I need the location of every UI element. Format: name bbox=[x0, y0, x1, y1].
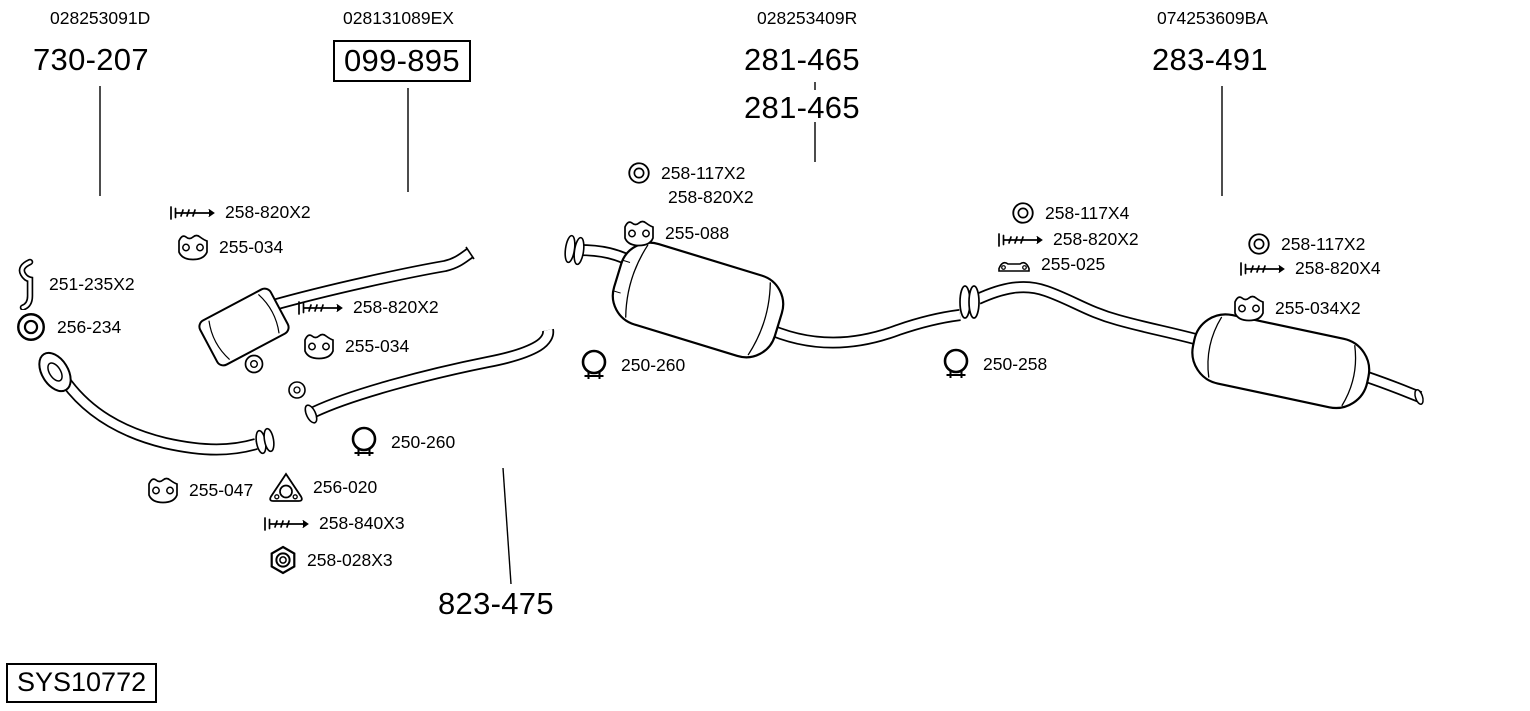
seal-ring-icon bbox=[14, 310, 48, 344]
oem-number-mid-left: 028131089EX bbox=[343, 8, 454, 28]
part-number-text: 255-025 bbox=[1041, 254, 1106, 274]
part-number-text: 258-840X3 bbox=[319, 513, 405, 533]
part-number-text: 255-034 bbox=[345, 335, 410, 356]
part-number-text: 255-088 bbox=[665, 222, 730, 243]
part-label-right-clamp: 250-258 bbox=[938, 347, 1047, 381]
part-label-seal-ring: 256-234 bbox=[14, 310, 121, 344]
part-label-screw-bottom: 258-840X3 bbox=[262, 513, 405, 534]
part-number-text: 258-117X2 bbox=[661, 162, 746, 183]
part-label-strap-bracket: 251-235X2 bbox=[16, 258, 135, 310]
part-number-text: 255-034X2 bbox=[1275, 297, 1361, 318]
oem-number-left: 028253091D bbox=[50, 8, 151, 28]
part-label-mount-screw-1: 258-820X2 bbox=[168, 202, 311, 223]
part-number-center-pipe-boxed: 099-895 bbox=[333, 40, 471, 82]
part-number-text: 258-820X4 bbox=[1295, 258, 1381, 278]
part-number-connector-pipe: 823-475 bbox=[438, 586, 554, 621]
part-number-text: 258-820X2 bbox=[1053, 229, 1139, 249]
part-number-text: 258-820X2 bbox=[225, 202, 311, 222]
part-label-right-screw: 258-820X2 bbox=[996, 229, 1139, 250]
rubber-hanger-icon bbox=[302, 331, 336, 361]
part-label-gasket: 256-020 bbox=[268, 471, 377, 503]
rubber-hanger-icon bbox=[146, 475, 180, 505]
screw-icon bbox=[296, 299, 344, 317]
part-number-mid-muffler-b: 281-465 bbox=[744, 90, 860, 125]
part-label-hanger-bottom: 255-047 bbox=[146, 475, 253, 505]
part-label-center-hanger: 255-088 bbox=[622, 218, 729, 248]
flanges bbox=[38, 234, 1424, 455]
part-label-clamp-left: 250-260 bbox=[346, 425, 455, 459]
part-number-text: 250-260 bbox=[621, 354, 686, 375]
screw-icon bbox=[168, 204, 216, 222]
part-number-text: 255-034 bbox=[219, 236, 284, 257]
part-number-text: 258-820X2 bbox=[353, 297, 439, 317]
seal-ring-icon bbox=[626, 160, 652, 186]
flange-gasket-icon bbox=[268, 471, 304, 503]
seal-ring-icon bbox=[1010, 200, 1036, 226]
part-label-hanger-2: 255-034 bbox=[302, 331, 409, 361]
pipe-clamp-icon bbox=[576, 348, 612, 382]
part-label-center-screw: 258-820X2 bbox=[668, 187, 754, 208]
part-number-text: 258-820X2 bbox=[668, 187, 754, 207]
oem-number-mid-right: 028253409R bbox=[757, 8, 858, 28]
part-label-mount-screw-2: 258-820X2 bbox=[296, 297, 439, 318]
part-number-text: 251-235X2 bbox=[49, 273, 135, 294]
part-label-center-clamp: 250-260 bbox=[576, 348, 685, 382]
mount-bracket-icon bbox=[996, 256, 1032, 274]
rubber-hanger-icon bbox=[1232, 293, 1266, 323]
rear-muffler bbox=[1191, 313, 1371, 410]
rubber-hanger-icon bbox=[622, 218, 656, 248]
part-number-mid-muffler-a: 281-465 bbox=[744, 42, 860, 77]
pipe-clamp-icon bbox=[938, 347, 974, 381]
part-label-right-mount: 255-025 bbox=[996, 254, 1105, 275]
part-number-text: 256-020 bbox=[313, 476, 378, 497]
oem-number-right: 074253609BA bbox=[1157, 8, 1268, 28]
part-number-rear-muffler: 283-491 bbox=[1152, 42, 1268, 77]
part-label-far-right-ring: 258-117X2 bbox=[1246, 231, 1365, 257]
part-number-text: 256-234 bbox=[57, 316, 122, 337]
leader-lines bbox=[99, 82, 1223, 585]
pipe-clamp-icon bbox=[346, 425, 382, 459]
hex-nut-icon bbox=[268, 545, 298, 575]
screw-icon bbox=[996, 231, 1044, 249]
part-label-nut: 258-028X3 bbox=[268, 545, 393, 575]
rubber-hanger-icon bbox=[176, 232, 210, 262]
part-number-text: 258-117X2 bbox=[1281, 233, 1366, 254]
part-label-far-right-hanger: 255-034X2 bbox=[1232, 293, 1361, 323]
part-label-center-ring: 258-117X2 bbox=[626, 160, 745, 186]
strap-bracket-icon bbox=[16, 258, 40, 310]
part-number-text: 258-028X3 bbox=[307, 549, 393, 570]
seal-ring-icon bbox=[1246, 231, 1272, 257]
catalyst-box bbox=[198, 287, 290, 367]
part-number-text: 255-047 bbox=[189, 479, 254, 500]
part-number-text: 250-258 bbox=[983, 353, 1048, 374]
screw-icon bbox=[1238, 260, 1286, 278]
part-label-far-right-screw: 258-820X4 bbox=[1238, 258, 1381, 279]
screw-icon bbox=[262, 515, 310, 533]
part-number-front-pipe: 730-207 bbox=[33, 42, 149, 77]
part-number-text: 250-260 bbox=[391, 431, 456, 452]
mid-muffler bbox=[611, 241, 785, 359]
part-label-hanger-1: 255-034 bbox=[176, 232, 283, 262]
system-code-badge: SYS10772 bbox=[6, 663, 158, 703]
part-label-right-ring: 258-117X4 bbox=[1010, 200, 1129, 226]
part-number-text: 258-117X4 bbox=[1045, 202, 1130, 223]
